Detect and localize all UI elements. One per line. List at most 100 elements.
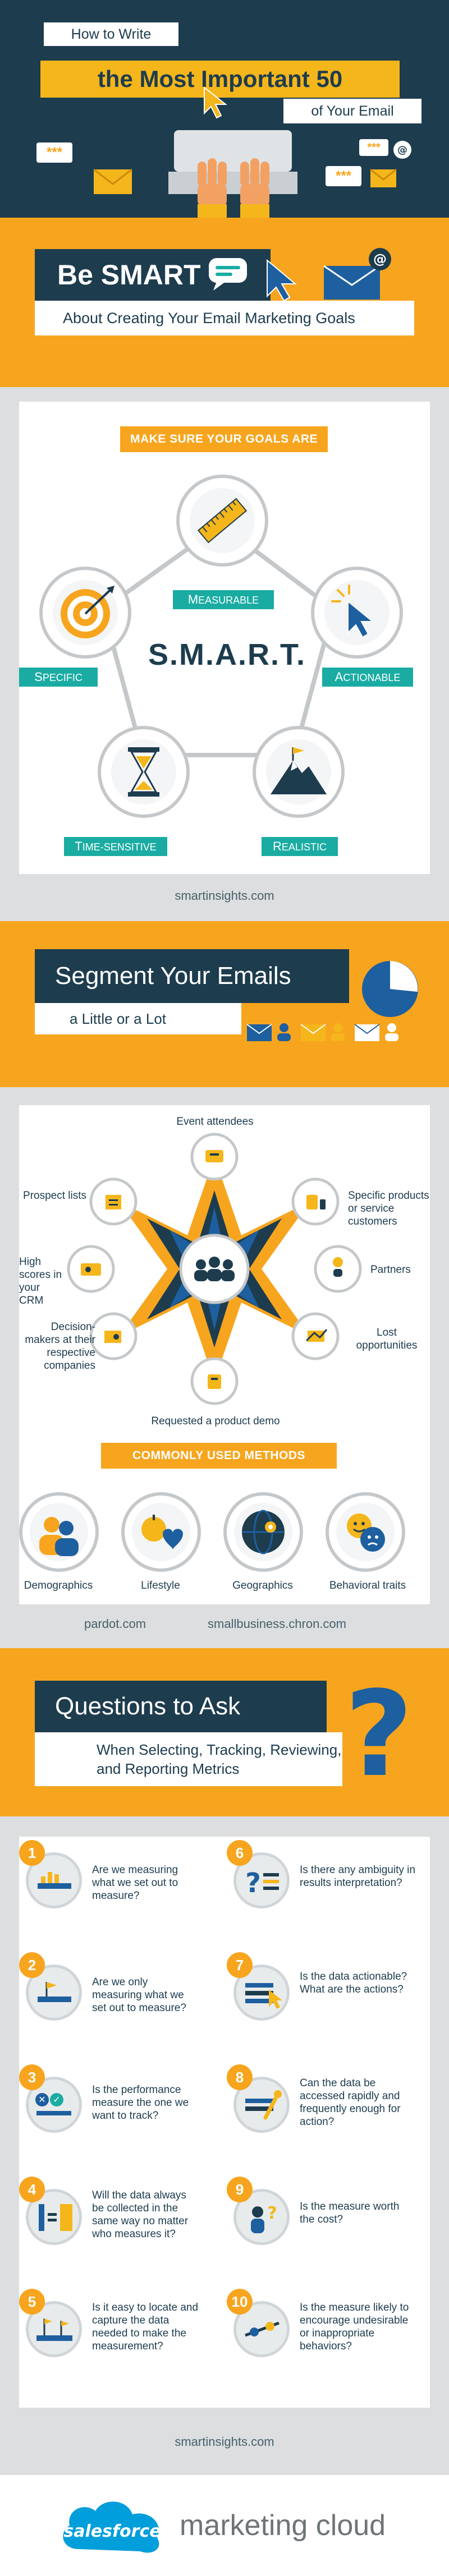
people-icon (30, 1503, 88, 1561)
methods-pill: COMMONLY USED METHODS (101, 1443, 337, 1469)
question-7-text: Is the data actionable? What are the act… (300, 1971, 407, 1995)
question-5-text: Is it easy to locate and capture the dat… (92, 2302, 199, 2352)
speech-bubble-icon: *** (359, 139, 388, 156)
question-list-icon: ? (245, 1867, 279, 1898)
smart-card: MAKE SURE YOUR GOALS ARE S.M.A.R.T. (19, 402, 430, 874)
svg-text:salesforce: salesforce (63, 2522, 161, 2541)
question-8-text: Can the data be accessed rapidly and fre… (300, 2077, 401, 2128)
question-1-text: Are we measuring what we set out to meas… (92, 1864, 178, 1902)
questions-section: 1 Are we measuring what we set out to me… (0, 1816, 449, 2475)
questions-banner: Questions to Ask When Selecting, Trackin… (0, 1648, 449, 1816)
list-cursor-icon (245, 1983, 282, 2009)
salesforce-cloud-logo: salesforce (63, 2501, 161, 2553)
question-9-text: Is the measure worth the cost? (300, 2201, 400, 2225)
laptop-hands-icon (168, 130, 297, 218)
segment-source-right: smallbusiness.chron.com (208, 1617, 346, 1631)
segment-label-crm: High scores in your CRM (19, 1256, 62, 1307)
segment-label-lost: Lost opportunities (356, 1327, 418, 1351)
svg-text:?: ? (345, 1676, 413, 1794)
speech-bubble-icon: *** (326, 166, 361, 186)
target-icon (53, 580, 118, 645)
be-smart-subtitle: About Creating Your Email Marketing Goal… (35, 301, 414, 335)
document-wrench-icon (245, 2090, 282, 2120)
svg-text:?: ? (267, 2204, 277, 2223)
person-question-icon: ? (251, 2204, 277, 2233)
svg-text:?: ? (245, 1867, 261, 1898)
svg-text:@: @ (373, 251, 387, 267)
segment-source-left: pardot.com (84, 1617, 146, 1631)
globe-icon (234, 1503, 292, 1561)
question-9-number: 9 (227, 2177, 253, 2202)
document-equals-icon (39, 2204, 72, 2231)
question-10-number: 10 (227, 2289, 253, 2315)
cursor-click-icon (324, 580, 390, 645)
question-5-number: 5 (19, 2289, 45, 2315)
speech-bubble-icon: *** (36, 142, 72, 163)
segment-label-event: Event attendees (176, 1116, 254, 1128)
at-sign-icon: @ (393, 141, 411, 159)
title-line-3: of Your Email (283, 99, 421, 123)
questions-source: smartinsights.com (175, 2435, 274, 2449)
label-realistic: REALISTIC (262, 837, 338, 856)
envelope-icon (323, 265, 381, 300)
question-mark-icon: ? (345, 1676, 413, 1794)
question-10-text: Is the measure likely to encourage undes… (300, 2302, 409, 2352)
questions-subtitle: When Selecting, Tracking, Reviewing, and… (35, 1732, 342, 1786)
ruler-icon (190, 488, 255, 553)
question-2-circle (26, 1965, 82, 2021)
question-7-number: 7 (227, 1952, 253, 1978)
segment-label-products: Specific products or service customers (348, 1190, 429, 1227)
envelope-icon (370, 168, 397, 187)
cursor-icon (204, 86, 227, 119)
measurable-circle (176, 475, 268, 567)
question-3-number: 3 (19, 2064, 45, 2090)
segment-label-prospect: Prospect lists (23, 1190, 86, 1202)
question-4-circle (26, 2189, 82, 2245)
flag-ruler-icon (38, 1982, 71, 2002)
smart-center-title: S.M.A.R.T. (148, 638, 306, 671)
label-measurable: MEASURABLE (173, 590, 274, 609)
flags-ruler-icon (36, 2319, 72, 2341)
envelopes-people-icons (247, 1023, 398, 1041)
behavioral-circle (326, 1492, 405, 1572)
method-lifestyle: Lifestyle (141, 1580, 180, 1591)
demographics-circle (19, 1492, 99, 1572)
mountain-flag-icon (266, 739, 331, 804)
method-demographics: Demographics (24, 1580, 93, 1591)
smart-source: smartinsights.com (175, 889, 274, 903)
questions-title: Questions to Ask (35, 1681, 327, 1732)
method-geographics: Geographics (232, 1580, 293, 1591)
segment-banner: Segment Your Emails a Little or a Lot (0, 921, 449, 1087)
actionable-circle (311, 567, 403, 659)
envelope-icon (93, 168, 132, 194)
segment-label-partners: Partners (370, 1264, 411, 1276)
check-cross-icon: ✕ ✓ (35, 2093, 71, 2115)
question-1-number: 1 (19, 1840, 45, 1866)
label-specific: SPECIFIC (19, 668, 98, 687)
realistic-circle (253, 726, 345, 818)
label-time-sensitive: TIME-SENSITIVE (64, 837, 167, 856)
footer: salesforce marketing cloud (0, 2475, 449, 2576)
segment-star-diagram (67, 1133, 362, 1405)
product-name: marketing cloud (180, 2509, 386, 2542)
segment-subtitle: a Little or a Lot (35, 1003, 241, 1034)
question-4-text: Will the data always be collected in the… (92, 2189, 189, 2240)
question-3-text: Is the performance measure the one we wa… (92, 2084, 189, 2122)
segment-card: Event attendees Specific products or ser… (19, 1105, 430, 1604)
question-8-number: 8 (227, 2064, 253, 2090)
svg-text:@: @ (397, 144, 407, 156)
questions-card: 1 Are we measuring what we set out to me… (19, 1837, 430, 2408)
specific-circle (39, 567, 131, 659)
cursor-icon (267, 259, 297, 302)
segment-label-decision: Decision-makers at their respective comp… (25, 1321, 95, 1372)
segment-section: Event attendees Specific products or ser… (0, 1087, 449, 1648)
label-actionable: ACTIONABLE (322, 668, 413, 687)
ruler-chart-icon (38, 1872, 71, 1889)
smart-section: MAKE SURE YOUR GOALS ARE S.M.A.R.T. (0, 387, 449, 921)
method-behavioral: Behavioral traits (329, 1580, 406, 1591)
question-7-circle (233, 1965, 290, 2021)
segment-label-demo: Requested a product demo (151, 1415, 280, 1427)
title-line-1: How to Write (44, 22, 178, 46)
goals-pill: MAKE SURE YOUR GOALS ARE (120, 426, 328, 452)
